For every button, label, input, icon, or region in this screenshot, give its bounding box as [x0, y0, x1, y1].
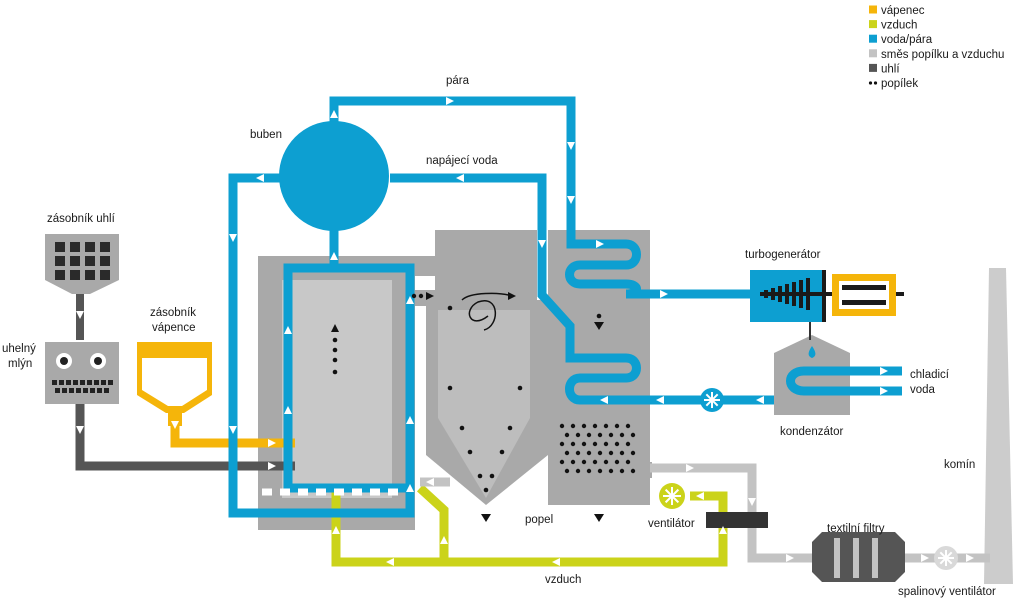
legend-label-water: voda/pára	[881, 34, 933, 46]
label-steam: pára	[446, 75, 470, 87]
fan-damper	[706, 512, 768, 528]
label-flue-fan: spalinový ventilátor	[898, 586, 996, 598]
label-cooling-2: voda	[910, 384, 936, 396]
label-mill-2: mlýn	[8, 358, 32, 370]
coal-mill	[45, 342, 119, 404]
legend-swatch-coal	[869, 63, 877, 72]
label-drum: buben	[250, 129, 282, 141]
label-limestone-2: vápence	[152, 322, 195, 334]
legend-label-ash: popílek	[881, 78, 918, 90]
condensate-drop	[808, 346, 816, 358]
coal-line	[75, 404, 295, 471]
coal-bunker-grid	[55, 242, 110, 280]
label-turbogenerator: turbogenerátor	[745, 249, 821, 261]
boiler-inner	[282, 280, 392, 498]
chimney	[984, 268, 1013, 584]
label-chimney: komín	[944, 459, 975, 471]
label-fan: ventilátor	[648, 518, 695, 530]
label-mill-1: uhelný	[2, 343, 36, 355]
legend-swatch-ash	[868, 81, 878, 85]
label-condenser: kondenzátor	[780, 426, 843, 438]
flow-arrows	[76, 97, 974, 566]
drum	[279, 121, 389, 231]
pump-star	[704, 392, 720, 408]
labels: pára buben napájecí voda zásobník uhlí u…	[2, 75, 996, 598]
label-air: vzduch	[545, 574, 581, 586]
label-feedwater: napájecí voda	[426, 155, 498, 167]
legend-label-ash_air: směs popílku a vzduchu	[881, 49, 1004, 61]
label-coal-bunker: zásobník uhlí	[47, 213, 116, 225]
legend-label-limestone: vápenec	[881, 5, 925, 17]
condenser-top	[774, 335, 850, 353]
legend: vápenec vzduch voda/pára směs popílku a vzd…	[868, 5, 1004, 90]
label-ash: popel	[525, 514, 553, 526]
legend-swatch-air	[869, 20, 877, 29]
fan-star	[663, 487, 681, 505]
flue-fan-star	[938, 550, 954, 566]
legend-label-coal: uhlí	[881, 63, 900, 75]
legend-swatch-ash_air	[869, 49, 877, 58]
condenser-body	[774, 353, 850, 415]
mill-teeth	[52, 380, 113, 393]
legend-label-air: vzduch	[881, 20, 917, 32]
mill-eyes	[56, 353, 106, 369]
feedwater-line	[390, 173, 774, 405]
label-cooling-1: chladicí	[910, 369, 950, 381]
limestone-bunker-inner	[142, 358, 207, 406]
label-fabric-filters: textilní filtry	[827, 523, 885, 535]
cooling-loop	[786, 366, 902, 396]
downcomer-left	[228, 173, 415, 518]
air-secondary	[416, 484, 449, 562]
legend-swatch-limestone	[869, 5, 877, 14]
legend-swatch-water	[869, 34, 877, 43]
ash-particles	[331, 292, 636, 522]
cyclone-inner	[438, 310, 530, 498]
steam-line	[329, 96, 750, 299]
label-limestone-1: zásobník	[150, 307, 196, 319]
